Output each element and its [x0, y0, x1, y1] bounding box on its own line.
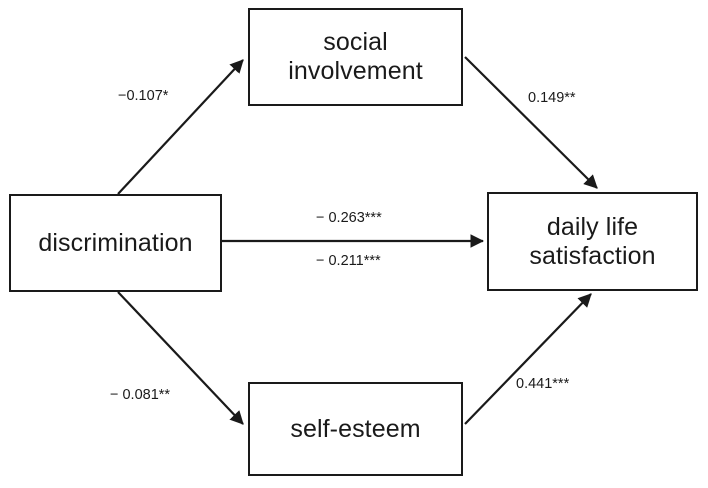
edge-label-direct-bottom: − 0.211*** — [316, 253, 381, 269]
edge-label-discrimination-to-social: −0.107* — [118, 88, 169, 104]
node-daily-life-satisfaction: daily life satisfaction — [487, 192, 698, 291]
edge-label-direct-top: − 0.263*** — [316, 210, 382, 226]
edge-social-to-daily — [464, 56, 598, 189]
edge-selfesteem-to-daily — [464, 293, 592, 425]
node-self-esteem-label: self-esteem — [290, 414, 421, 443]
node-daily-life-satisfaction-label: daily life satisfaction — [529, 212, 656, 270]
node-discrimination-label: discrimination — [38, 228, 193, 257]
edge-label-selfesteem-to-daily: 0.441*** — [516, 376, 570, 392]
node-self-esteem: self-esteem — [248, 382, 463, 476]
edge-label-discrimination-to-selfesteem: − 0.081** — [110, 387, 171, 403]
node-discrimination: discrimination — [9, 194, 222, 292]
node-social-involvement: social involvement — [248, 8, 463, 106]
node-social-involvement-label: social involvement — [288, 28, 423, 85]
edge-discrimination-to-selfesteem — [117, 291, 244, 425]
edge-label-social-to-daily: 0.149** — [528, 90, 576, 106]
edge-discrimination-to-social — [117, 59, 244, 195]
